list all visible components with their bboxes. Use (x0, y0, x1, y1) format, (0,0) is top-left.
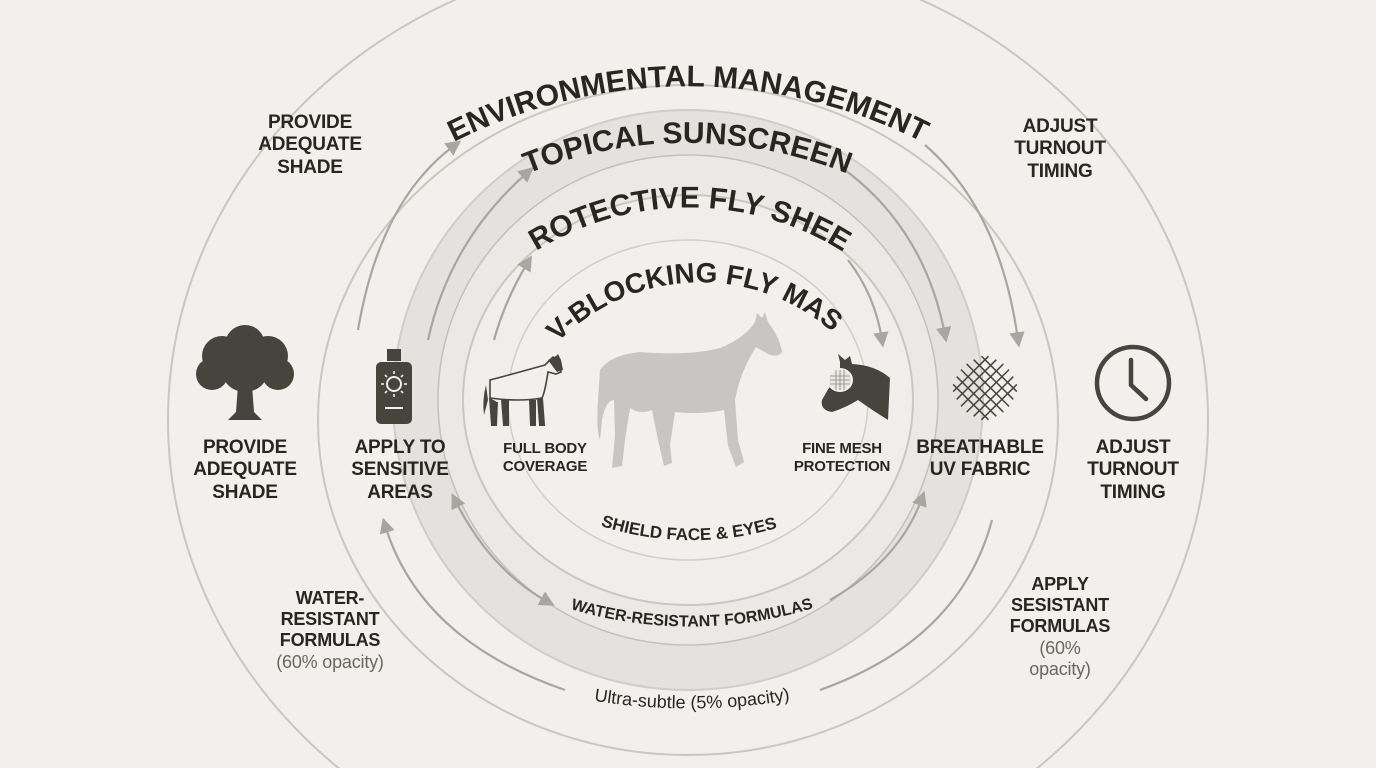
horse-fly-sheet-icon (483, 354, 563, 426)
horse-silhouette-icon (597, 312, 782, 468)
note-bottom-right: (60% (1039, 637, 1081, 658)
sunscreen-bottle-icon (376, 349, 412, 424)
horse-fly-mask-icon (821, 354, 890, 420)
note-bottom-left: (60% opacity) (276, 651, 384, 672)
flow-arrows (356, 140, 1025, 692)
clock-icon (1094, 344, 1172, 422)
tree-icon (196, 325, 294, 420)
mesh-fabric-icon (952, 355, 1018, 421)
